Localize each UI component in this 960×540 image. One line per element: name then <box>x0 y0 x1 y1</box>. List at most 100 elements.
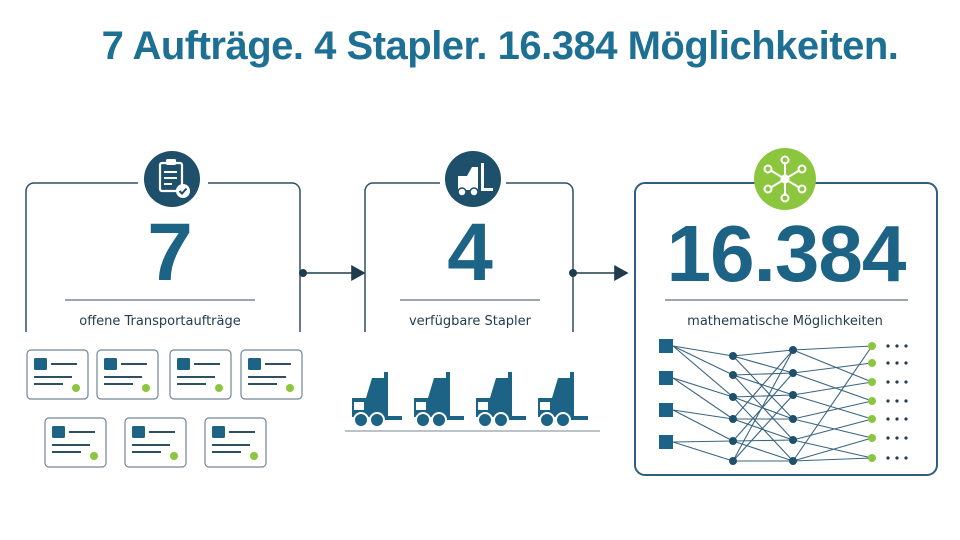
network-end-node <box>868 454 876 462</box>
network-source-node <box>659 371 673 385</box>
page-title: 7 Aufträge. 4 Stapler. 16.384 Möglichkei… <box>101 24 899 68</box>
ellipsis-dot <box>886 380 890 384</box>
network-edge <box>732 355 794 374</box>
network-node <box>789 457 797 465</box>
order-card <box>124 417 187 468</box>
network-edge <box>732 349 794 420</box>
network-edge <box>672 409 734 442</box>
network-end-node <box>868 415 876 423</box>
network-edge <box>732 372 794 376</box>
orders-panel-frame <box>25 182 301 332</box>
possibility-network <box>659 339 908 465</box>
ellipsis-dot <box>904 456 908 460</box>
ellipsis-dot <box>895 399 899 403</box>
network-node <box>729 437 737 445</box>
network-edge <box>792 349 873 383</box>
network-edge <box>792 437 873 462</box>
network-end-node <box>868 342 876 350</box>
ellipsis-dot <box>904 380 908 384</box>
network-node <box>789 391 797 399</box>
order-card <box>169 349 232 400</box>
ellipsis-dot <box>904 361 908 365</box>
network-edge <box>672 409 734 420</box>
network-end-node <box>868 397 876 405</box>
network-edge <box>672 441 734 462</box>
network-edge <box>672 377 734 420</box>
ellipsis-dot <box>886 417 890 421</box>
network-node <box>729 393 737 401</box>
order-card <box>96 349 159 400</box>
ellipsis-dot <box>895 344 899 348</box>
ellipsis-dot <box>895 380 899 384</box>
ellipsis-dot <box>895 361 899 365</box>
arrow-orders-to-forklifts <box>299 265 366 281</box>
ellipsis-dot <box>886 399 890 403</box>
order-card <box>26 349 89 400</box>
forklift-icon <box>414 372 464 428</box>
network-node <box>729 352 737 360</box>
ellipsis-dot <box>904 399 908 403</box>
orders-caption: offene Transportaufträge <box>79 314 241 329</box>
network-edge <box>732 349 794 462</box>
orders-count-value: 7 <box>147 207 193 298</box>
network-end-node <box>868 434 876 442</box>
network-source-node <box>659 403 673 417</box>
forklift-icon <box>538 372 588 428</box>
ellipsis-dot <box>904 436 908 440</box>
network-source-node <box>659 339 673 353</box>
network-end-node <box>868 359 876 367</box>
network-edge <box>732 355 794 420</box>
ellipsis-dot <box>904 417 908 421</box>
network-source-node <box>659 435 673 449</box>
network-end-node <box>868 378 876 386</box>
network-edge <box>672 345 734 376</box>
ellipsis-dot <box>886 361 890 365</box>
network-edge <box>732 394 794 398</box>
network-edge <box>792 394 873 420</box>
forklifts-count-value: 4 <box>447 207 493 298</box>
forklift-panel-frame <box>364 182 574 332</box>
network-node <box>789 346 797 354</box>
forklift-icon <box>476 372 526 428</box>
network-edge <box>672 345 734 398</box>
possibilities-caption: mathematische Möglichkeiten <box>687 314 883 329</box>
network-edge <box>792 457 873 462</box>
network-edge <box>792 418 873 439</box>
network-edge <box>732 440 794 462</box>
forklifts-group <box>352 372 588 428</box>
order-cards-group <box>26 349 303 468</box>
network-node <box>789 436 797 444</box>
network-edge <box>672 440 734 443</box>
network-edge <box>732 349 794 357</box>
network-edge <box>792 381 873 396</box>
network-edge <box>732 372 794 442</box>
ellipsis-dot <box>886 344 890 348</box>
ellipsis-dot <box>895 456 899 460</box>
network-edge <box>732 396 794 420</box>
forklift-icon <box>352 372 402 428</box>
arrow-forklifts-to-possibilities <box>569 265 629 281</box>
network-edge <box>792 372 873 402</box>
network-edge <box>732 394 794 462</box>
network-edge <box>792 345 873 462</box>
ellipsis-dot <box>895 417 899 421</box>
network-node <box>729 371 737 379</box>
network-edge <box>732 418 794 441</box>
network-edge <box>672 345 734 357</box>
network-edge <box>732 439 794 442</box>
network-edge <box>792 418 873 441</box>
clipboard-check-icon <box>144 151 200 207</box>
order-card <box>240 349 303 400</box>
possibilities-count-value: 16.384 <box>666 209 907 298</box>
network-edge <box>792 345 873 351</box>
network-node <box>729 415 737 423</box>
network-node <box>729 457 737 465</box>
forklifts-caption: verfügbare Stapler <box>408 314 532 329</box>
network-node <box>789 369 797 377</box>
order-card <box>44 417 107 468</box>
ellipsis-dot <box>904 344 908 348</box>
ellipsis-dot <box>886 456 890 460</box>
ellipsis-dot <box>886 436 890 440</box>
network-edge <box>672 377 734 398</box>
